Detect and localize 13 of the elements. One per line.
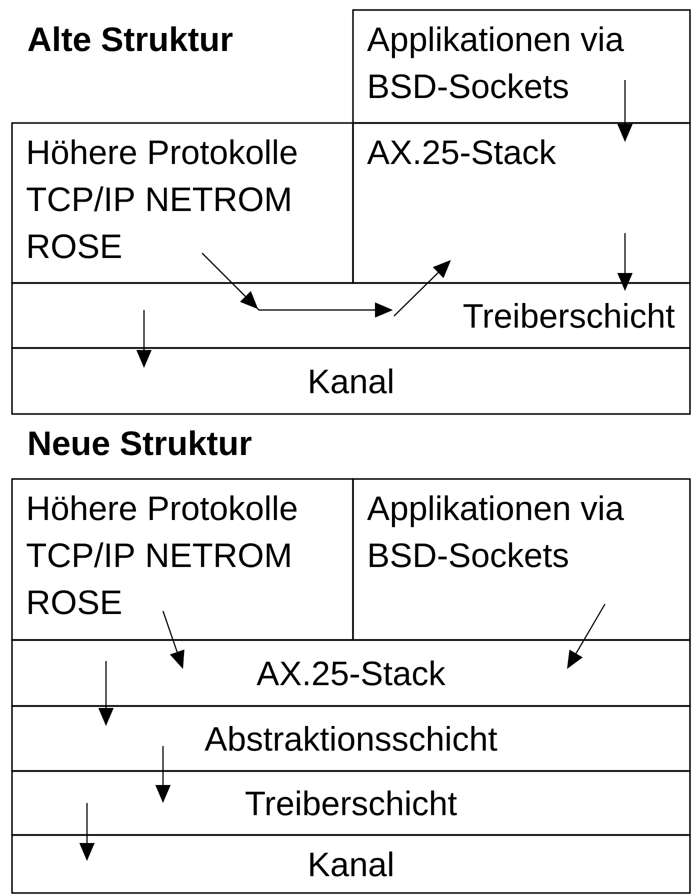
layer-box: Kanal (11, 834, 691, 894)
section-heading: Alte Struktur (28, 26, 233, 52)
layer-box: Kanal (11, 347, 691, 415)
layer-box: AX.25-Stack (352, 122, 691, 284)
layer-box: Treiberschicht (11, 770, 691, 836)
layer-box: Höhere Protokolle TCP/IP NETROM ROSE (11, 478, 354, 641)
layer-box: AX.25-Stack (11, 639, 691, 707)
section-heading: Neue Struktur (29, 430, 252, 456)
layer-box: Applikationen via BSD-Sockets (352, 9, 691, 124)
layer-box: Applikationen via BSD-Sockets (352, 478, 691, 641)
layer-box: Höhere Protokolle TCP/IP NETROM ROSE (11, 122, 354, 284)
layer-box: Abstraktionsschicht (11, 705, 691, 772)
layer-box: Treiberschicht (11, 282, 691, 349)
